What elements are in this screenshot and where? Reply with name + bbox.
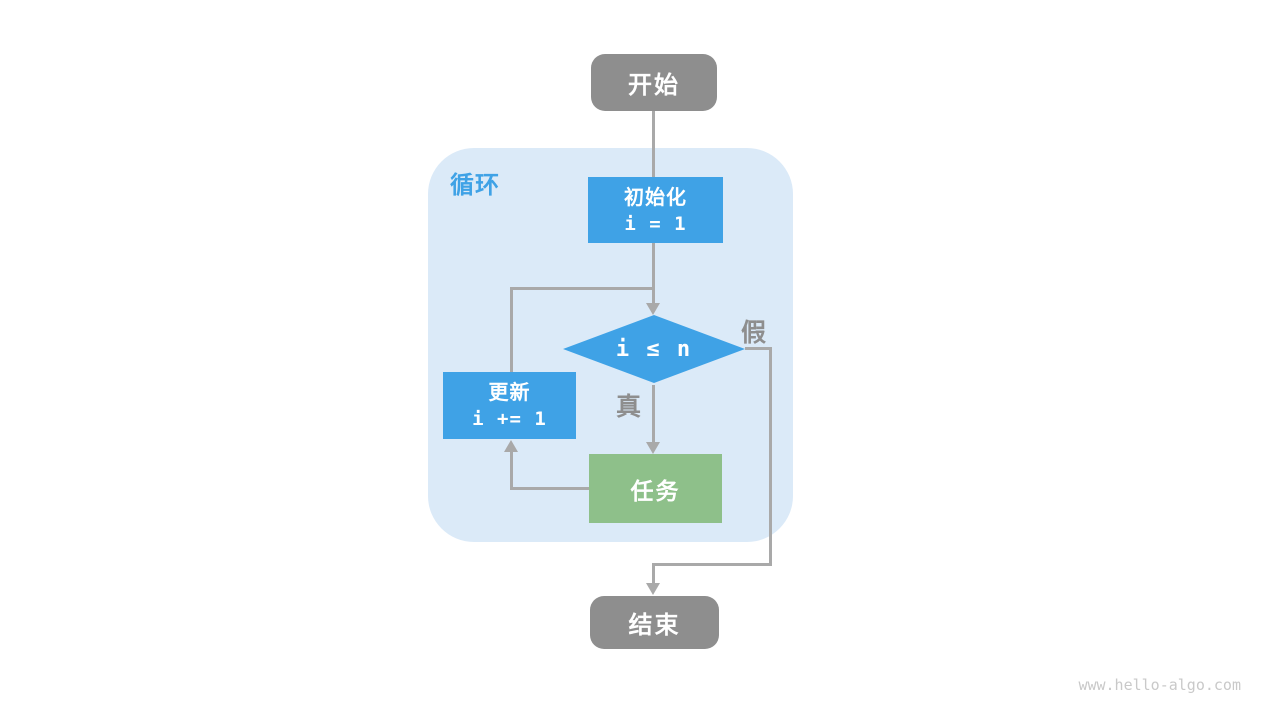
watermark-text: www.hello-algo.com (1078, 676, 1241, 694)
loop-region-label: 循环 (450, 171, 500, 199)
node-condition-code: i ≤ n (615, 336, 693, 362)
arrowhead-into-update-icon (504, 440, 518, 452)
node-update: 更新 i += 1 (443, 372, 576, 439)
edge-label-false: 假 (741, 318, 767, 347)
node-init-code: i = 1 (624, 212, 687, 235)
edge-false-bottom-horizontal (652, 563, 772, 566)
node-end-label: 结束 (628, 611, 681, 639)
node-init-label: 初始化 (624, 184, 687, 209)
edge-task-to-update-horizontal (510, 487, 591, 490)
node-end: 结束 (590, 596, 719, 649)
arrowhead-into-condition-icon (646, 303, 660, 315)
node-start-label: 开始 (628, 71, 680, 99)
edge-update-to-junction (510, 287, 513, 372)
arrowhead-into-end-icon (646, 583, 660, 595)
node-task-label: 任务 (630, 478, 681, 505)
edge-condition-true-to-task (652, 385, 655, 443)
edge-task-to-update-vertical (510, 452, 513, 490)
node-task: 任务 (589, 454, 722, 523)
edge-start-to-init (652, 111, 655, 177)
node-start: 开始 (591, 54, 717, 111)
edge-loopback-horizontal (510, 287, 655, 290)
node-init: 初始化 i = 1 (588, 177, 723, 243)
edge-into-end-vertical (652, 563, 655, 583)
edge-condition-false-vertical (769, 347, 772, 566)
edge-condition-false-horizontal (745, 347, 772, 350)
arrowhead-into-task-icon (646, 442, 660, 454)
node-update-code: i += 1 (472, 408, 547, 431)
edge-label-true: 真 (616, 392, 642, 421)
edge-init-to-condition (652, 243, 655, 305)
node-update-label: 更新 (488, 380, 531, 405)
